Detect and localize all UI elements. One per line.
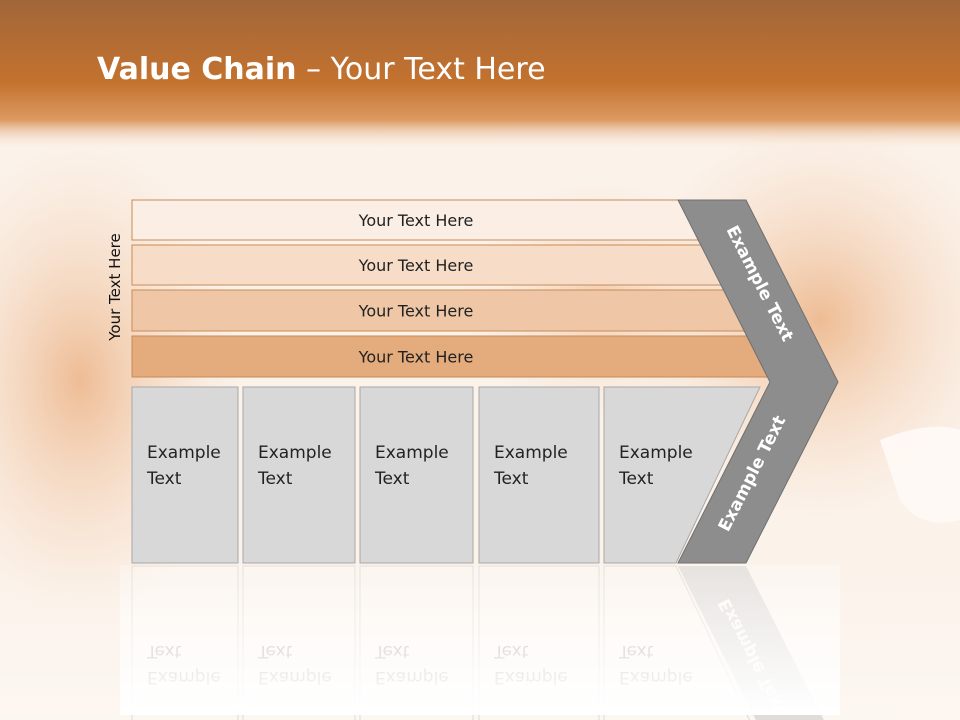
row-label: Your Text Here bbox=[358, 211, 474, 230]
activity-box-line2: Text bbox=[146, 469, 182, 489]
activity-box-line2: Text bbox=[374, 469, 410, 489]
activity-box-line1: Example bbox=[494, 443, 568, 463]
row-label: Your Text Here bbox=[358, 348, 474, 367]
reflection-fade bbox=[120, 565, 840, 715]
activity-box bbox=[359, 386, 474, 564]
slide-title-bold: Value Chain bbox=[97, 52, 297, 87]
activity-box-line2: Text bbox=[618, 469, 654, 489]
activity-box-line2: Text bbox=[257, 469, 293, 489]
slide-title-rest: – Your Text Here bbox=[296, 52, 546, 87]
row-label: Your Text Here bbox=[358, 256, 474, 275]
activity-box-line1: Example bbox=[619, 443, 693, 463]
activity-box-line1: Example bbox=[375, 443, 449, 463]
activity-box bbox=[242, 386, 356, 564]
row-label: Your Text Here bbox=[358, 302, 474, 321]
activity-box bbox=[478, 386, 600, 564]
chevron-arrow bbox=[677, 199, 839, 564]
activity-box-line2: Text bbox=[493, 469, 529, 489]
activity-box-line1: Example bbox=[258, 443, 332, 463]
slide-title: Value Chain – Your Text Here bbox=[97, 52, 546, 87]
activity-box-line1: Example bbox=[147, 443, 221, 463]
activity-box bbox=[603, 386, 761, 564]
activity-box bbox=[131, 386, 239, 564]
